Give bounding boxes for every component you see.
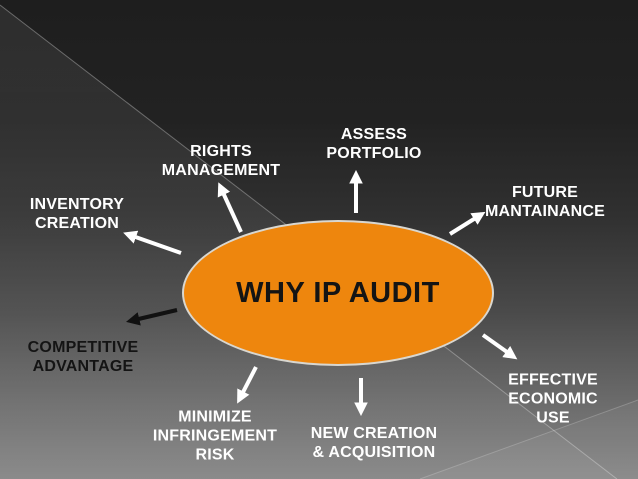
diagram-title: WHY IP AUDIT [236, 276, 440, 309]
center-ellipse: WHY IP AUDIT [182, 220, 494, 366]
node-new-creation-acquisition: NEW CREATION & ACQUISITION [310, 425, 438, 461]
arrow-effective-economic-use [481, 333, 518, 360]
node-inventory-creation: INVENTORY CREATION [29, 196, 125, 232]
arrow-competitive-advantage [126, 308, 178, 326]
arrow-inventory-creation [123, 230, 182, 255]
node-competitive-advantage: COMPETITIVE ADVANTAGE [27, 339, 139, 375]
arrow-future-mantainance [448, 211, 486, 236]
node-effective-economic-use: EFFECTIVE ECONOMIC USE [508, 371, 598, 427]
node-rights-management: RIGHTS MANAGEMENT [161, 143, 281, 179]
arrow-rights-management [217, 182, 243, 233]
arrow-minimize-infringement-risk [237, 366, 258, 404]
node-future-mantainance: FUTURE MANTAINANCE [484, 184, 606, 220]
node-assess-portfolio: ASSESS PORTFOLIO [326, 126, 422, 162]
node-minimize-infringement-risk: MINIMIZE INFRINGEMENT RISK [152, 408, 278, 464]
background-seam-line-cross [419, 399, 638, 479]
